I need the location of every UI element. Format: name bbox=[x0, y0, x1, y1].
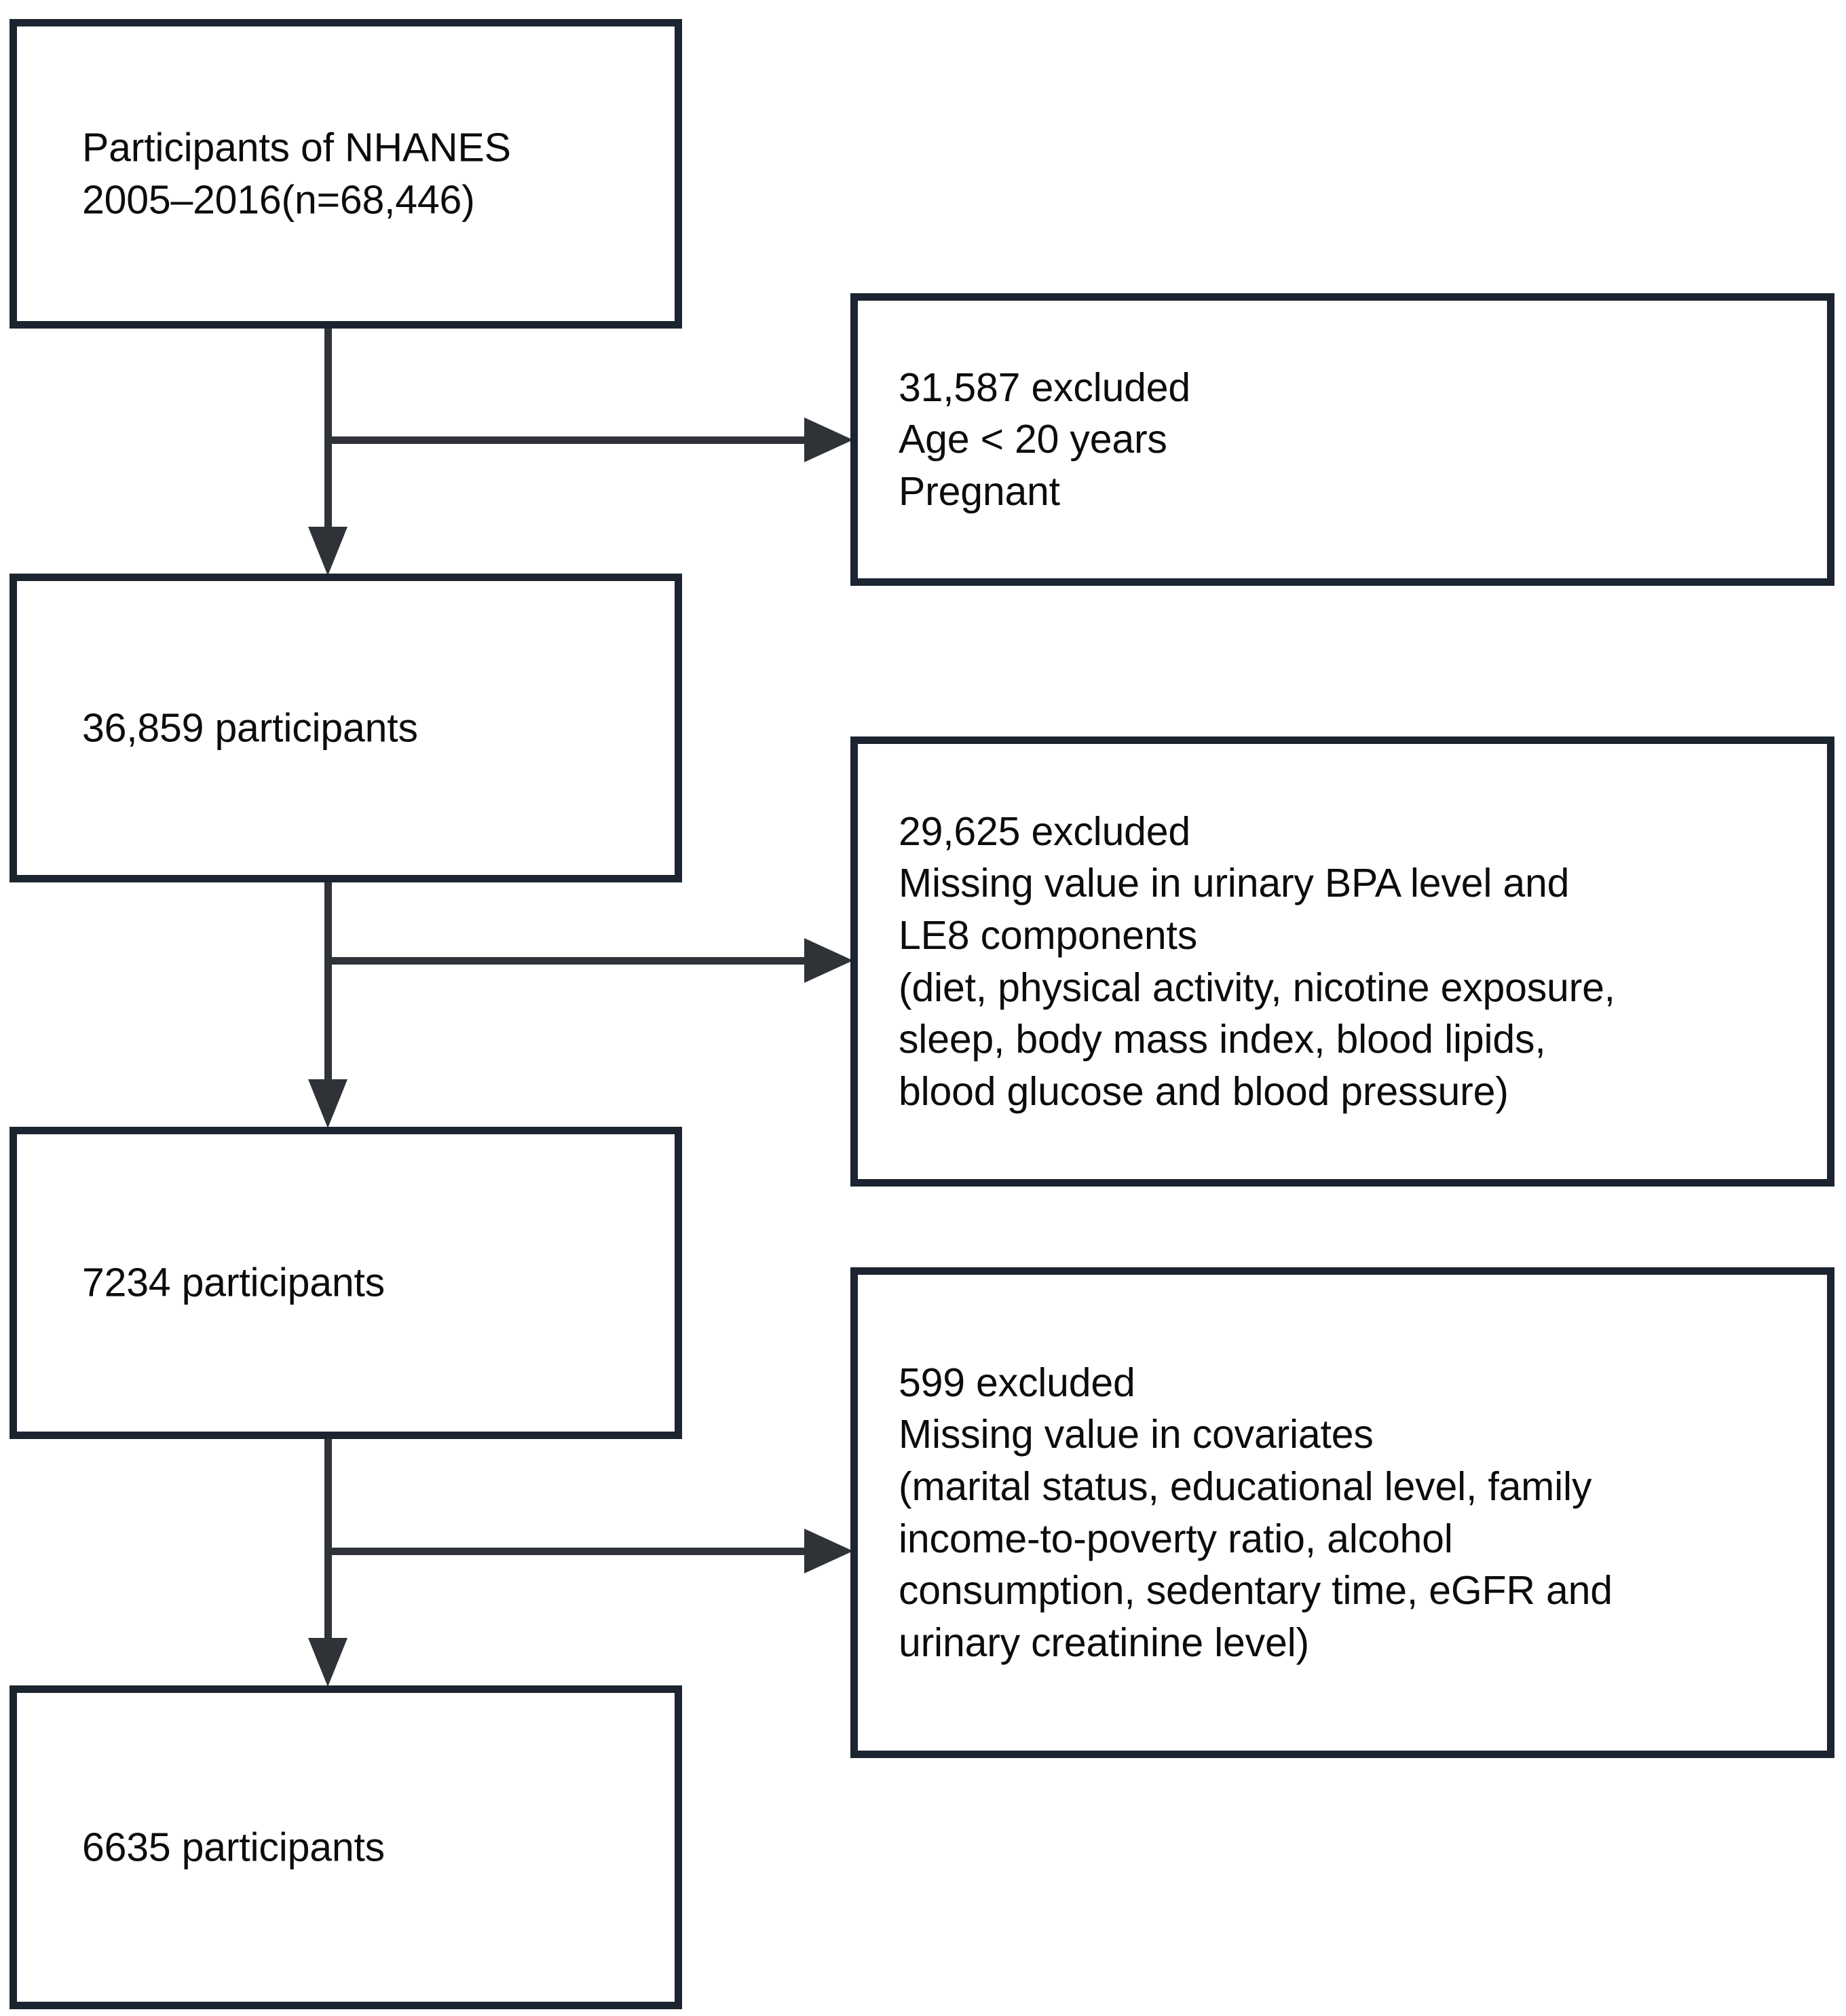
connector-horizontal-3 bbox=[324, 1548, 806, 1555]
connector-horizontal-1 bbox=[324, 436, 806, 444]
flow-box-cohort-after-bpa-le8: 7234 participants bbox=[10, 1127, 682, 1439]
exclusion-box-missing-covariates-label: 599 excluded Missing value in covariates… bbox=[899, 1360, 1613, 1665]
flow-box-cohort-after-age-pregnancy-label: 36,859 participants bbox=[82, 705, 418, 751]
arrow-right-3 bbox=[804, 1529, 853, 1573]
arrow-down-1 bbox=[308, 527, 347, 576]
flow-box-cohort-after-bpa-le8-label: 7234 participants bbox=[82, 1260, 385, 1305]
arrow-right-1 bbox=[804, 417, 853, 462]
flow-box-cohort-final: 6635 participants bbox=[10, 1685, 682, 2009]
flow-box-cohort-source-label: Participants of NHANES 2005–2016(n=68,44… bbox=[82, 125, 511, 222]
exclusion-box-age-pregnancy: 31,587 excluded Age < 20 years Pregnant bbox=[850, 293, 1834, 586]
connector-vertical-1 bbox=[324, 329, 332, 529]
arrow-down-2 bbox=[308, 1079, 347, 1128]
connector-vertical-3 bbox=[324, 1439, 332, 1640]
exclusion-box-missing-bpa-le8: 29,625 excluded Missing value in urinary… bbox=[850, 736, 1834, 1187]
exclusion-box-missing-bpa-le8-label: 29,625 excluded Missing value in urinary… bbox=[899, 808, 1615, 1114]
arrow-down-3 bbox=[308, 1638, 347, 1687]
exclusion-box-age-pregnancy-label: 31,587 excluded Age < 20 years Pregnant bbox=[899, 365, 1191, 514]
connector-horizontal-2 bbox=[324, 957, 806, 965]
arrow-right-2 bbox=[804, 938, 853, 983]
exclusion-box-missing-covariates: 599 excluded Missing value in covariates… bbox=[850, 1267, 1834, 1758]
flow-box-cohort-final-label: 6635 participants bbox=[82, 1825, 385, 1870]
connector-vertical-2 bbox=[324, 882, 332, 1081]
flow-box-cohort-source: Participants of NHANES 2005–2016(n=68,44… bbox=[10, 19, 682, 329]
flow-box-cohort-after-age-pregnancy: 36,859 participants bbox=[10, 574, 682, 882]
